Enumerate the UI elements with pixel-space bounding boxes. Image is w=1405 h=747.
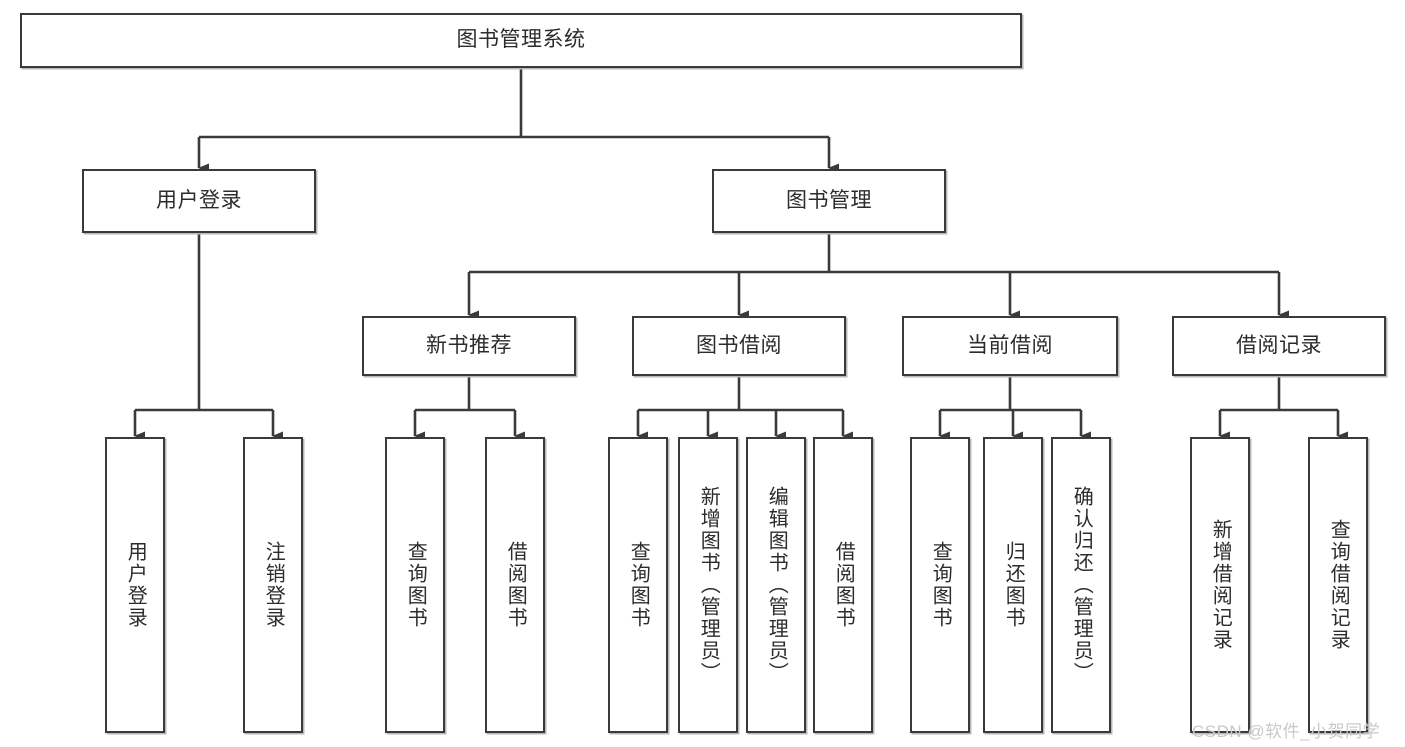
node-leaf-query-book-3[interactable]: 查询图书 [910,437,970,733]
node-label: 新增图书（管理员） [697,486,720,684]
node-label: 图书管理 [786,188,872,212]
node-label: 用户登录 [156,188,242,212]
node-leaf-return-book[interactable]: 归还图书 [983,437,1043,733]
node-leaf-edit-book-admin[interactable]: 编辑图书（管理员） [746,437,806,733]
node-label: 图书借阅 [696,333,782,357]
node-label: 新增借阅记录 [1209,519,1232,651]
node-leaf-confirm-return-admin[interactable]: 确认归还（管理员） [1051,437,1111,733]
node-current-borrow[interactable]: 当前借阅 [902,316,1118,376]
node-label: 编辑图书（管理员） [765,486,788,684]
node-leaf-add-borrow-record[interactable]: 新增借阅记录 [1190,437,1250,733]
node-book-borrow[interactable]: 图书借阅 [632,316,846,376]
node-leaf-add-book-admin[interactable]: 新增图书（管理员） [678,437,738,733]
node-leaf-query-book-2[interactable]: 查询图书 [608,437,668,733]
node-leaf-user-login[interactable]: 用户登录 [105,437,165,733]
node-label: 借阅图书 [832,541,855,629]
node-leaf-query-book-1[interactable]: 查询图书 [385,437,445,733]
node-label: 查询图书 [404,541,427,629]
node-label: 借阅图书 [504,541,527,629]
node-label: 归还图书 [1002,541,1025,629]
node-book-manage[interactable]: 图书管理 [712,169,946,233]
node-label: 用户登录 [124,541,147,629]
node-borrow-record[interactable]: 借阅记录 [1172,316,1386,376]
connector-group [133,68,1348,441]
node-new-book-recommend[interactable]: 新书推荐 [362,316,576,376]
node-label: 确认归还（管理员） [1070,486,1093,684]
node-leaf-query-borrow-record[interactable]: 查询借阅记录 [1308,437,1368,733]
node-leaf-borrow-book-1[interactable]: 借阅图书 [485,437,545,733]
node-label: 查询借阅记录 [1327,519,1350,651]
node-label: 新书推荐 [426,333,512,357]
node-user-login[interactable]: 用户登录 [82,169,316,233]
node-label: 查询图书 [929,541,952,629]
node-label: 查询图书 [627,541,650,629]
node-label: 图书管理系统 [456,28,586,52]
node-root[interactable]: 图书管理系统 [20,13,1022,68]
node-leaf-borrow-book-2[interactable]: 借阅图书 [813,437,873,733]
node-label: 注销登录 [262,541,285,629]
node-leaf-logout[interactable]: 注销登录 [243,437,303,733]
node-label: 当前借阅 [967,333,1053,357]
node-label: 借阅记录 [1236,333,1322,357]
